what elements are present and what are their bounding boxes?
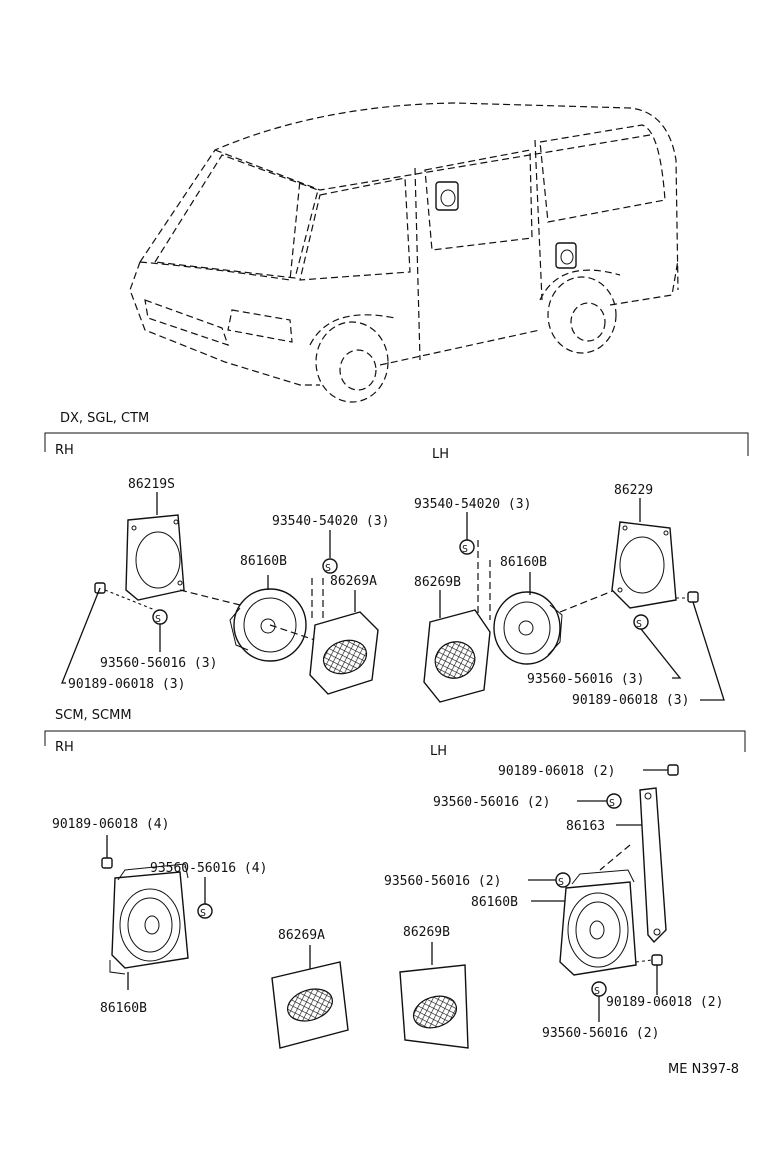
callout-86269a-top: 86269A xyxy=(330,574,377,589)
callout-90189-lh-bot: 90189-06018 (2) xyxy=(606,995,723,1010)
callout-90189-rh-bot: 90189-06018 (4) xyxy=(52,817,169,832)
svg-text:S: S xyxy=(462,544,468,555)
callout-86160b-lh-top: 86160B xyxy=(500,555,547,570)
svg-text:S: S xyxy=(558,877,564,888)
callout-86269b-bot: 86269B xyxy=(403,925,450,940)
speaker-unit-lh-top xyxy=(493,591,563,665)
washer-lh-mid: S xyxy=(555,872,571,888)
callout-86269a-bot: 86269A xyxy=(278,928,325,943)
van-speaker-rear xyxy=(555,242,577,269)
speaker-assembly-rh-bottom xyxy=(109,863,189,975)
speaker-bracket-rh xyxy=(125,514,185,601)
callout-93560-lh-mid: 93560-56016 (2) xyxy=(384,874,501,889)
washer-lh: S xyxy=(633,614,649,630)
washer-rh-bottom: S xyxy=(197,903,213,919)
nut-lh-top xyxy=(667,764,679,776)
speaker-grille-b-bottom xyxy=(399,964,469,1049)
washer-lh-top: S xyxy=(606,793,622,809)
callout-86219s: 86219S xyxy=(128,477,175,492)
nut-rh-bottom xyxy=(101,857,113,869)
top-section: DX, SGL, CTM RH LH 86219S S 93560-56016 … xyxy=(44,411,749,708)
speaker-bracket-lh xyxy=(611,521,677,609)
callout-93540-lh: 93540-54020 (3) xyxy=(414,497,531,512)
callout-90189-lh: 90189-06018 (3) xyxy=(572,693,689,708)
callout-86163: 86163 xyxy=(566,819,605,834)
svg-text:S: S xyxy=(636,619,642,630)
callout-93560-lh-top: 93560-56016 (2) xyxy=(433,795,550,810)
callout-90189-lh-top: 90189-06018 (2) xyxy=(498,764,615,779)
washer-rh-screw: S xyxy=(322,558,338,574)
nut-lh xyxy=(687,591,699,603)
callout-93560-lh: 93560-56016 (3) xyxy=(527,672,644,687)
callout-86160b-rh-top: 86160B xyxy=(240,554,287,569)
washer-lh-bottom: S xyxy=(591,981,607,997)
lh-label: LH xyxy=(432,447,449,462)
svg-text:S: S xyxy=(200,908,206,919)
callout-86160b-lh-bot: 86160B xyxy=(471,895,518,910)
washer-lh-screw: S xyxy=(459,539,475,555)
van-speaker-front xyxy=(435,181,459,211)
nut-lh-bottom xyxy=(651,954,663,966)
rh-label: RH xyxy=(55,443,74,458)
van-illustration xyxy=(129,102,679,403)
rh-label: RH xyxy=(55,740,74,755)
lh-label: LH xyxy=(430,744,447,759)
callout-86269b-top: 86269B xyxy=(414,575,461,590)
svg-text:S: S xyxy=(594,986,600,997)
speaker-grille-a-bottom xyxy=(271,961,349,1049)
callout-93560-lh-bot: 93560-56016 (2) xyxy=(542,1026,659,1041)
callout-86229: 86229 xyxy=(614,483,653,498)
speaker-stay xyxy=(639,787,667,944)
speaker-unit-rh-top xyxy=(229,588,307,662)
speaker-assembly-lh-bottom xyxy=(559,869,637,976)
variant-label: DX, SGL, CTM xyxy=(60,411,149,426)
variant-label: SCM, SCMM xyxy=(55,708,132,723)
speaker-grille-rh-top xyxy=(309,611,379,695)
bottom-section: SCM, SCMM RH LH 90189-06018 (4) 93560-56… xyxy=(44,708,746,1077)
callout-90189-rh: 90189-06018 (3) xyxy=(68,677,185,692)
svg-text:S: S xyxy=(609,798,615,809)
callout-93540-rh: 93540-54020 (3) xyxy=(272,514,389,529)
svg-text:S: S xyxy=(325,563,331,574)
svg-text:S: S xyxy=(155,614,161,625)
speaker-grille-lh-top xyxy=(423,609,491,703)
callout-93560-rh: 93560-56016 (3) xyxy=(100,656,217,671)
washer-rh: S xyxy=(152,609,168,625)
callout-86160b-rh-bot: 86160B xyxy=(100,1001,147,1016)
figure-code: ME N397-8 xyxy=(668,1062,739,1077)
